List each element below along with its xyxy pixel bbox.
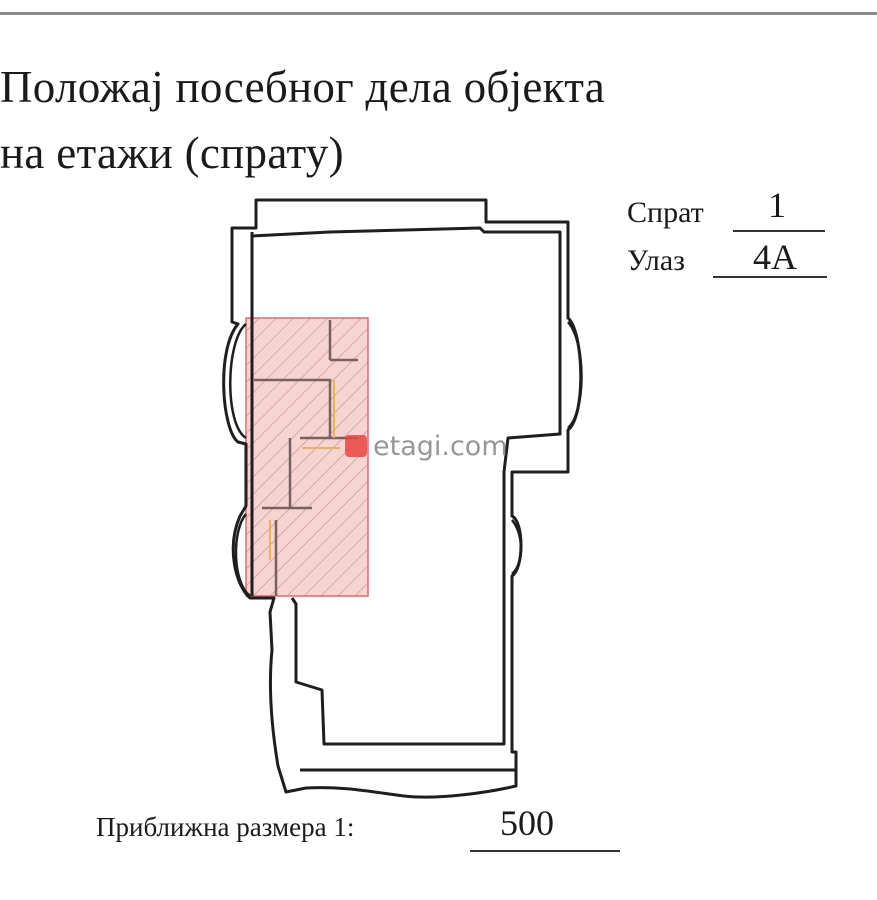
window-bays: [229, 321, 583, 597]
title-line-1: Положај посебног дела објекта: [0, 62, 606, 112]
entrance-underline: [713, 276, 827, 278]
floor-value: 1: [768, 185, 786, 225]
scale-value: 500: [500, 803, 554, 843]
watermark: etagi.com: [345, 426, 508, 466]
highlighted-apartment: [245, 317, 369, 597]
title-line-2: на етажи (спрату): [0, 128, 344, 178]
top-divider: [0, 12, 877, 15]
building-outline: [222, 198, 583, 799]
watermark-text: etagi.com: [373, 430, 508, 462]
stair-detail: [300, 752, 518, 772]
scale-row: Приближна размера 1: 500: [96, 803, 620, 852]
watermark-logo-icon: [345, 435, 367, 457]
scale-underline: [470, 850, 620, 852]
entrance-row: Улаз 4А: [627, 237, 837, 284]
floor-row: Спрат 1: [627, 185, 837, 236]
floor-underline: [733, 230, 825, 232]
outer-wall: [222, 198, 583, 799]
entrance-label: Улаз: [627, 244, 685, 277]
scale-label: Приближна размера 1:: [96, 812, 355, 842]
inner-wall: [250, 226, 562, 746]
entrance-value: 4А: [753, 237, 797, 277]
floor-label: Спрат: [627, 196, 704, 229]
